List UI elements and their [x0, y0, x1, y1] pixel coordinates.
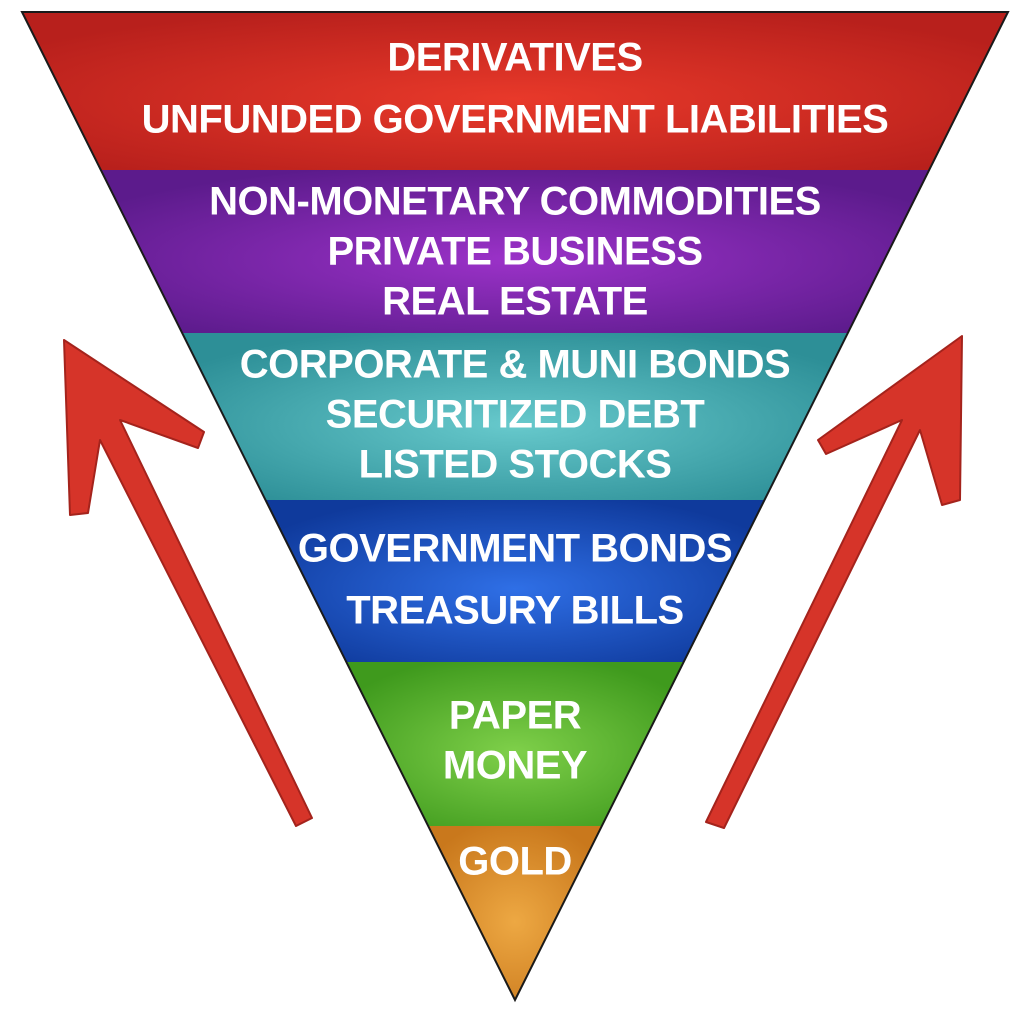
band-red	[22, 12, 1008, 170]
arrows	[63, 335, 963, 829]
left-up-arrow-icon	[63, 339, 313, 827]
label-green-2: MONEY	[443, 744, 588, 788]
label-teal-1: CORPORATE & MUNI BONDS	[240, 343, 790, 387]
right-up-arrow-icon	[705, 335, 963, 829]
label-purple-1: NON-MONETARY COMMODITIES	[209, 180, 821, 224]
label-green-1: PAPER	[449, 694, 582, 738]
pyramid-bands	[20, 11, 1010, 1003]
label-red-1: DERIVATIVES	[387, 36, 642, 80]
label-red-2: UNFUNDED GOVERNMENT LIABILITIES	[142, 98, 889, 142]
label-teal-2: SECURITIZED DEBT	[326, 393, 705, 437]
band-teal	[182, 333, 848, 500]
band-blue	[265, 500, 765, 662]
label-blue-2: TREASURY BILLS	[346, 589, 683, 633]
band-gold	[428, 826, 602, 1000]
band-purple	[100, 170, 930, 333]
label-purple-2: PRIVATE BUSINESS	[327, 230, 702, 274]
label-purple-3: REAL ESTATE	[382, 280, 648, 324]
pyramid-outline	[20, 11, 1010, 1003]
pyramid-labels: DERIVATIVES UNFUNDED GOVERNMENT LIABILITI…	[142, 36, 889, 884]
label-blue-1: GOVERNMENT BONDS	[298, 527, 732, 571]
label-teal-3: LISTED STOCKS	[359, 443, 672, 487]
band-green	[346, 662, 684, 826]
label-gold-1: GOLD	[458, 840, 572, 884]
